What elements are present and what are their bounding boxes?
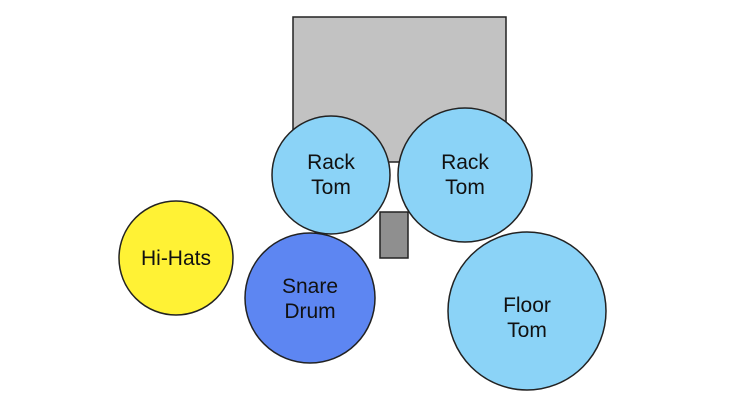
snare-drum [244, 232, 376, 364]
rack-tom-right [397, 107, 533, 243]
kick-pedal [379, 211, 409, 259]
hihat-cymbal [118, 200, 234, 316]
rack-tom-left [271, 115, 391, 235]
floor-tom [447, 231, 607, 391]
